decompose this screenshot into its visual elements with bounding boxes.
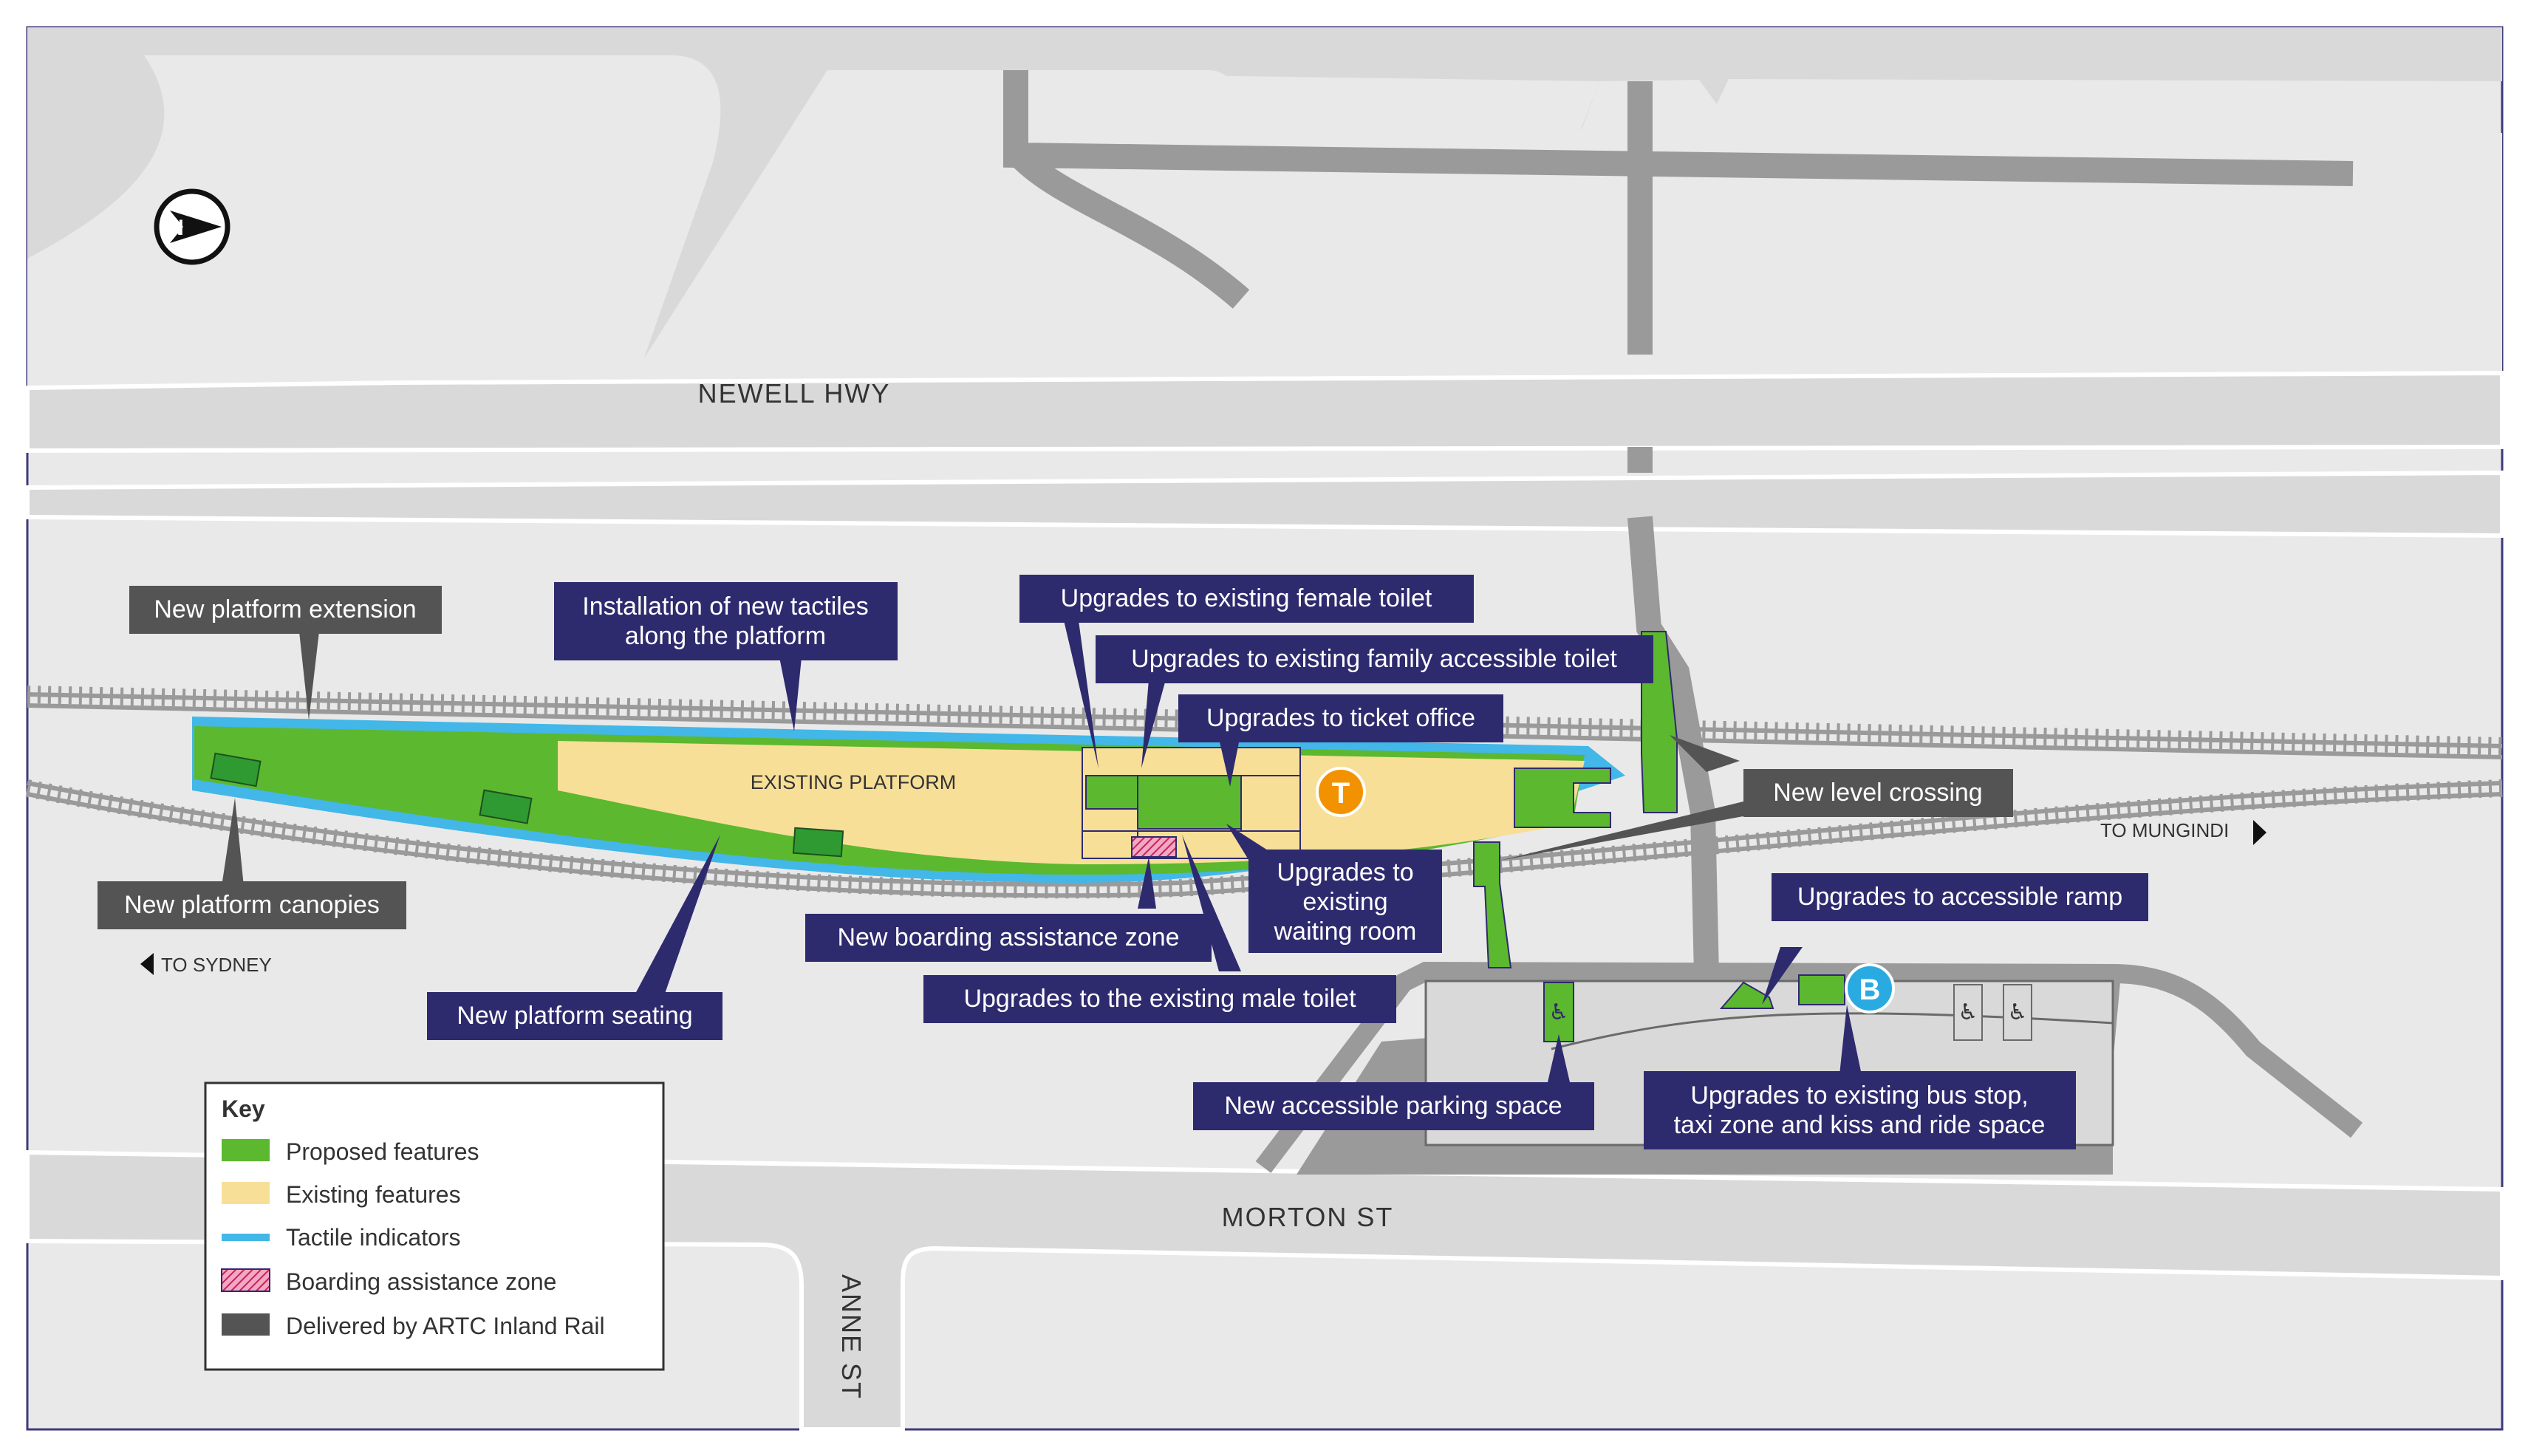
annotation-pointers [222,621,1862,1082]
annotation-level-crossing-text: New level crossing [1773,779,1982,807]
annotation-accessible-ramp-text: Upgrades to accessible ramp [1797,883,2122,911]
block-northwest [27,46,722,388]
annotation-boarding-zone [805,914,1212,962]
annotation-tactiles-line1: Installation of new tactiles [582,592,868,621]
road-label-morton-st: MORTON ST [1222,1202,1394,1232]
annotation-accessible-ramp [1772,873,2148,921]
legend: Key Proposed features Existing features … [204,1081,665,1371]
annotation-canopies [98,881,406,929]
bus-stop-zone [1798,974,1845,1005]
annotation-family-toilet [1096,635,1653,683]
annotation-platform-extension-text: New platform extension [154,595,416,623]
annotation-bus-line1: Upgrades to existing bus stop, [1690,1081,2028,1110]
taxi-symbol-letter: T [1332,777,1350,810]
arrow-right-icon [2253,820,2266,845]
north-arrow-icon: N [154,188,230,265]
direction-to-mungindi: TO MUNGINDI [2100,819,2229,841]
annotation-waiting-line3: waiting room [1274,917,1417,946]
platform-label: EXISTING PLATFORM [751,771,957,793]
carpark-kerb [1551,1012,2114,1050]
legend-swatch-existing [222,1182,270,1204]
road-label-newell-hwy: NEWELL HWY [698,378,891,409]
parking-space [1953,984,1983,1041]
annotation-female-toilet [1019,575,1474,623]
legend-label-proposed: Proposed features [286,1138,479,1165]
legend-label-existing: Existing features [286,1181,461,1208]
legend-label-boarding: Boarding assistance zone [286,1268,556,1295]
legend-label-tactile: Tactile indicators [286,1224,461,1251]
svg-text:N: N [168,216,184,240]
annotation-canopies-text: New platform canopies [124,891,380,919]
level-crossing-south [1473,841,1512,968]
carpark-road [1255,961,2363,1173]
annotation-parking [1193,1082,1594,1130]
newell-hwy-road [25,370,2504,454]
wheelchair-icon: ♿ [1549,999,1569,1025]
taxi-symbol [1316,767,1366,817]
legend-swatch-boarding [221,1268,270,1292]
annotation-waiting-line2: existing [1302,888,1387,916]
platform-canopy [210,752,262,787]
platform-ramp-east [1514,768,1611,828]
platform-seating [792,827,844,858]
annotation-tactiles [554,582,898,660]
bus-symbol [1845,963,1895,1014]
annotation-tactiles-line2: along the platform [625,622,826,650]
annotation-bus-stop [1644,1071,2076,1149]
parking-space [2003,984,2032,1041]
arrow-left-icon [140,953,154,975]
annotation-waiting-room [1248,850,1442,953]
legend-label-artc: Delivered by ARTC Inland Rail [286,1313,605,1339]
annotation-seating [427,992,722,1040]
boarding-assistance-zone [1131,836,1177,858]
annotation-ticket-office [1178,694,1503,742]
legend-swatch-proposed [222,1139,270,1161]
bus-symbol-letter: B [1859,974,1881,1006]
service-road [25,470,2504,539]
annotation-platform-extension [129,586,442,634]
station-building [1082,747,1301,859]
access-road-north [1003,70,2354,355]
annotation-male-toilet [923,975,1396,1023]
annotation-male-toilet-text: Upgrades to the existing male toilet [963,985,1356,1013]
annotation-parking-text: New accessible parking space [1224,1092,1562,1120]
annotation-female-toilet-text: Upgrades to existing female toilet [1061,584,1432,612]
annotation-boarding-zone-text: New boarding assistance zone [837,923,1179,951]
platform-seating [479,789,533,824]
legend-swatch-artc [222,1313,270,1336]
block-north [27,27,2502,362]
annotation-bus-line2: taxi zone and kiss and ride space [1674,1111,2046,1139]
direction-to-sydney: TO SYDNEY [161,954,272,976]
wheelchair-icon: ♿ [1958,999,1978,1025]
legend-swatch-tactile [222,1234,270,1241]
annotation-seating-text: New platform seating [457,1002,692,1030]
legend-title: Key [222,1096,265,1122]
road-label-anne-st: ANNE ST [836,1274,867,1400]
annotation-waiting-line1: Upgrades to [1277,858,1413,886]
annotation-family-toilet-text: Upgrades to existing family accessible t… [1131,645,1617,673]
annotation-ticket-office-text: Upgrades to ticket office [1206,704,1475,732]
access-road-crossing [1627,447,1719,976]
accessible-ramp [1719,981,1774,1009]
annotation-level-crossing [1743,769,2013,817]
wheelchair-icon: ♿ [2008,999,2028,1025]
